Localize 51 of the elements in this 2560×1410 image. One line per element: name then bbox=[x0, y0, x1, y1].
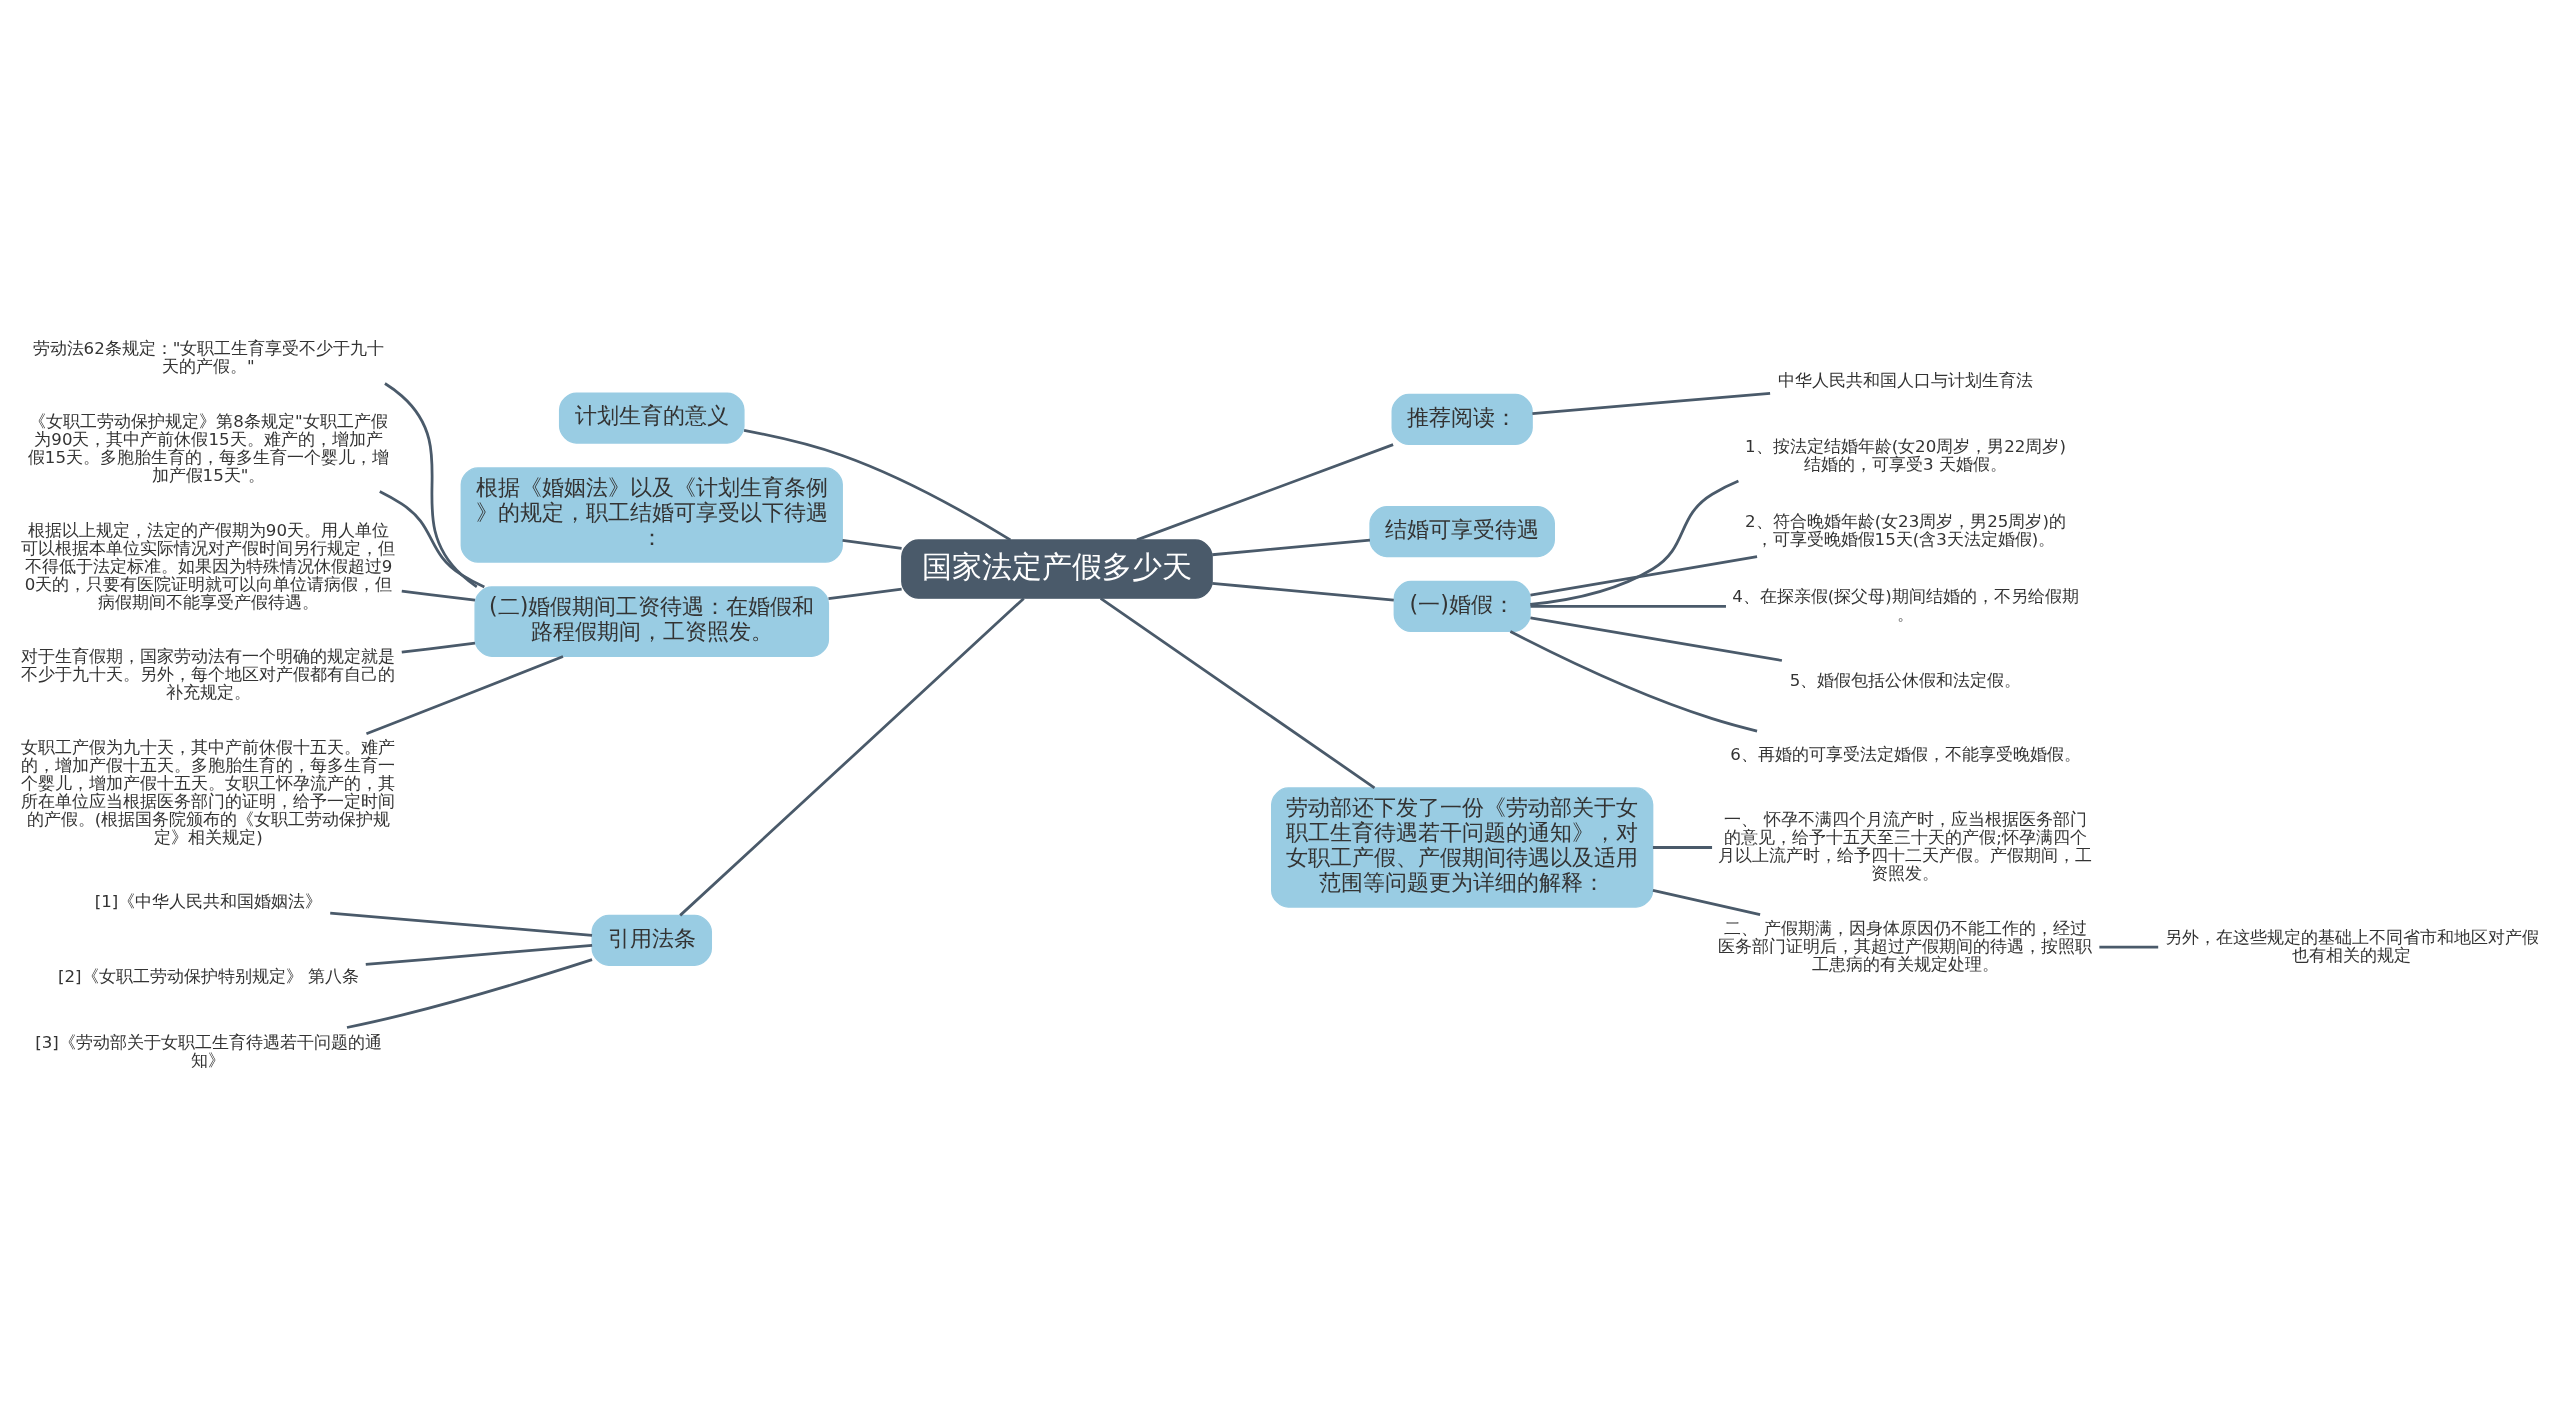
node-text: 劳动法62条规定："女职工生育享受不少于九十天的产假。" bbox=[32, 338, 385, 376]
node-text: 2、符合晚婚年龄(女23周岁，男25周岁)的，可享受晚婚假15天(含3天法定婚假)。 bbox=[1745, 511, 2066, 549]
connector bbox=[1532, 391, 1771, 415]
connector bbox=[1212, 581, 1394, 602]
connector bbox=[1652, 888, 1761, 916]
node-text: 1、按法定结婚年龄(女20周岁，男22周岁)结婚的，可享受3 天婚假。 bbox=[1745, 436, 2066, 474]
connector bbox=[1530, 604, 1726, 608]
node-text: 对于生育假期，国家劳动法有一个明确的规定就是不少于九十天。另外，每个地区对产假都有自己的补充规定。 bbox=[21, 646, 396, 702]
node-text: [2]《女职工劳动保护特别规定》 第八条 bbox=[58, 966, 359, 986]
connector bbox=[1212, 538, 1371, 556]
node-text: 根据以上规定，法定的产假期为90天。用人单位可以根据本单位实际情况对产假时间另行规定，但不得低于法定标准。如果因为特殊情况休假超过90天的，只要有医院证明就可以向单位请病假，但病假期间不能享受产假待遇。 bbox=[21, 520, 396, 612]
connector bbox=[1530, 615, 1783, 662]
connector bbox=[842, 538, 902, 550]
connector bbox=[1099, 596, 1376, 789]
node-text: [3]《劳动部关于女职工生育待遇若干问题的通知》 bbox=[35, 1032, 382, 1070]
connector bbox=[365, 943, 593, 966]
node-box: (一)婚假： bbox=[1393, 580, 1531, 632]
connector bbox=[1136, 442, 1394, 541]
node-box: 推荐阅读： bbox=[1391, 393, 1533, 445]
connector bbox=[384, 381, 478, 588]
connector bbox=[2099, 945, 2159, 949]
node-text: 另外，在这些规定的基础上不同省市和地区对产假也有相关的规定 bbox=[2164, 927, 2539, 965]
node-box: 引用法条 bbox=[591, 914, 713, 966]
connector bbox=[401, 641, 476, 654]
node-text: 《女职工劳动保护规定》第8条规定"女职工产假为90天，其中产前休假15天。难产的，增加产假15天。多胞胎生育的，每多生育一个婴儿，增加产假15天"。 bbox=[27, 411, 390, 485]
node-text: 6、再婚的可享受法定婚假，不能享受晚婚假。 bbox=[1730, 744, 2081, 764]
connector bbox=[1652, 845, 1713, 849]
connector bbox=[379, 489, 485, 588]
node-box: 结婚可享受待遇 bbox=[1369, 505, 1555, 557]
connector bbox=[1530, 554, 1758, 596]
connector bbox=[743, 428, 1012, 541]
node-box: (二)婚假期间工资待遇：在婚假和路程假期间，工资照发。 bbox=[474, 585, 830, 657]
node-box: 计划生育的意义 bbox=[558, 391, 745, 444]
connector bbox=[346, 957, 593, 1029]
node-box: 根据《婚姻法》以及《计划生育条例》的规定，职工结婚可享受以下待遇： bbox=[460, 466, 843, 563]
node-text: 中华人民共和国人口与计划生育法 bbox=[1777, 370, 2033, 390]
node-text: 二、 产假期满，因身体原因仍不能工作的，经过医务部门证明后，其超过产假期间的待遇，按照职工患病的有关规定处理。 bbox=[1718, 918, 2093, 974]
connector bbox=[401, 589, 476, 602]
connector bbox=[330, 911, 593, 937]
connector bbox=[828, 587, 902, 600]
connector bbox=[679, 596, 1025, 916]
node-text: 女职工产假为九十天，其中产前休假十五天。难产的，增加产假十五天。多胞胎生育的，每多生育一个婴儿，增加产假十五天。女职工怀孕流产的，其所在单位应当根据医务部门的证明，给予一定时间的产假。(根据国务院颁布的《女职工劳动保护规定》相关规定) bbox=[21, 737, 396, 847]
node-text: 4、在探亲假(探父母)期间结婚的，不另给假期。 bbox=[1732, 586, 2079, 624]
connector bbox=[1530, 479, 1739, 606]
node-box: 劳动部还下发了一份《劳动部关于女职工生育待遇若干问题的通知》，对女职工产假、产假期间待遇以及适用范围等问题更为详细的解释： bbox=[1271, 786, 1654, 908]
node-text: [1]《中华人民共和国婚姻法》 bbox=[94, 891, 323, 911]
node-text: 一、 怀孕不满四个月流产时，应当根据医务部门的意见，给予十五天至三十天的产假;怀孕满四个月以上流产时，给予四十二天产假。产假期间，工资照发。 bbox=[1718, 809, 2093, 883]
connector bbox=[1509, 629, 1758, 732]
node-text: 5、婚假包括公休假和法定假。 bbox=[1789, 670, 2022, 690]
node-box: 国家法定产假多少天 bbox=[901, 538, 1213, 599]
connector bbox=[365, 654, 564, 735]
